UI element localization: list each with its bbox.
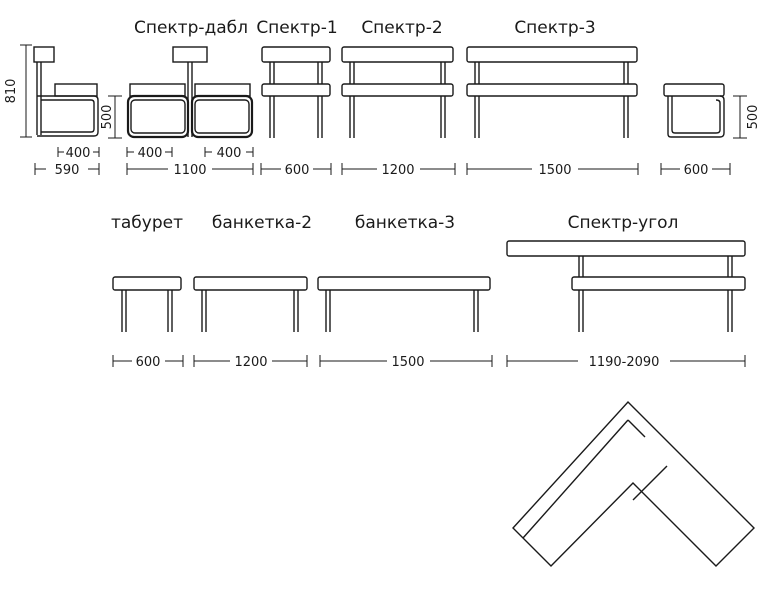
dim-b3-1500: 1500 <box>391 355 424 370</box>
dim-500-right: 500 <box>746 105 761 130</box>
dimension-590-side: 590 <box>34 163 100 178</box>
dimension-500-right: 500 <box>733 95 761 139</box>
title-spektr-2: Спектр-2 <box>361 18 442 38</box>
title-banketka-3: банкетка-3 <box>355 213 455 233</box>
dimension-stool-600: 600 <box>660 163 731 178</box>
taburet-front <box>112 276 182 332</box>
dim-500-left: 500 <box>100 105 115 130</box>
dim-dabl-400-left: 400 <box>138 146 163 161</box>
dim-s3-1500: 1500 <box>538 163 571 178</box>
dim-s1-600: 600 <box>285 163 310 178</box>
dim-590-side: 590 <box>55 163 80 178</box>
dim-400-side: 400 <box>66 146 91 161</box>
dimension-dabl-1100: 1100 <box>126 163 254 178</box>
spektr-2-front <box>341 46 454 138</box>
dimension-tab-600: 600 <box>112 355 184 370</box>
spektr-3-front <box>466 46 638 138</box>
dimension-s2-1200: 1200 <box>341 163 456 178</box>
dimension-b2-1200: 1200 <box>193 355 308 370</box>
dim-s2-1200: 1200 <box>381 163 414 178</box>
title-banketka-2: банкетка-2 <box>212 213 312 233</box>
banketka-3-front <box>317 276 491 332</box>
spektr-ugol-front <box>506 240 746 332</box>
dim-dabl-400-right: 400 <box>217 146 242 161</box>
title-taburet: табурет <box>111 213 183 233</box>
dimension-ugol-range: 1190-2090 <box>506 355 746 370</box>
dimension-dabl-400-right: 400 <box>204 146 254 161</box>
dimension-400-side: 400 <box>57 146 100 161</box>
dimension-dabl-400-left: 400 <box>126 146 173 161</box>
dim-b2-1200: 1200 <box>234 355 267 370</box>
dimension-810: 810 <box>4 44 32 138</box>
dim-tab-600: 600 <box>136 355 161 370</box>
banketka-2-front <box>193 276 308 332</box>
spektr-1-front <box>261 46 331 138</box>
dim-810: 810 <box>4 79 19 104</box>
spektr-ugol-plan-view <box>512 400 755 567</box>
dimension-s3-1500: 1500 <box>466 163 639 178</box>
dimension-s1-600: 600 <box>260 163 332 178</box>
title-spektr-ugol: Спектр-угол <box>568 213 679 233</box>
dim-stool-600: 600 <box>684 163 709 178</box>
dim-ugol-range: 1190-2090 <box>589 355 660 370</box>
stool-side-view <box>663 83 725 138</box>
dimension-b3-1500: 1500 <box>319 355 493 370</box>
side-view-chair <box>33 46 99 137</box>
title-spektr-dabl: Спектр-дабл <box>134 18 248 38</box>
dabl-side-view: 500 <box>100 46 254 139</box>
dim-dabl-1100: 1100 <box>173 163 206 178</box>
title-spektr-1: Спектр-1 <box>256 18 337 38</box>
title-spektr-3: Спектр-3 <box>514 18 595 38</box>
